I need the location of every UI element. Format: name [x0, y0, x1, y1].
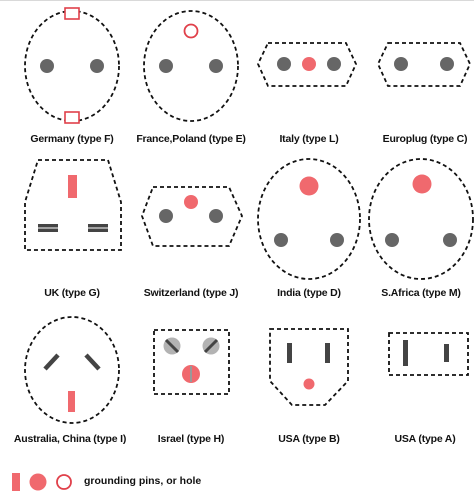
usa-b-socket: [269, 328, 349, 406]
usa-a-socket: [388, 332, 469, 376]
ground-clip-top: [64, 7, 80, 20]
legend-icons: [12, 473, 72, 491]
grounding-pin-icon: [12, 473, 20, 491]
switzerland-socket: [141, 186, 243, 247]
ground-pin: [299, 176, 319, 196]
ground-hole: [183, 23, 199, 39]
pin: [84, 353, 101, 371]
top-divider: [0, 0, 474, 1]
ground-pin: [412, 174, 432, 194]
socket-label: UK (type G): [44, 287, 100, 299]
socket-label: Australia, China (type I): [13, 433, 127, 445]
ground-pin: [68, 391, 75, 412]
socket-label: Europlug (type C): [382, 133, 468, 145]
pin: [325, 343, 330, 363]
pin: [90, 59, 104, 73]
ground-pin: [302, 57, 316, 71]
france-poland-socket: [143, 10, 239, 122]
socket-label: S.Africa (type M): [381, 287, 461, 299]
pin: [394, 57, 408, 71]
south-africa-socket: [368, 158, 474, 280]
pin-blade: [203, 338, 219, 354]
pin: [40, 59, 54, 73]
europlug-socket: [377, 42, 471, 87]
pin: [403, 340, 408, 366]
socket-label: USA (type A): [394, 433, 456, 445]
pin: [444, 344, 449, 362]
grounding-hole-icon: [56, 474, 72, 490]
ground-pin: [303, 378, 315, 390]
socket-label: India (type D): [277, 287, 341, 299]
israel-socket: [153, 329, 230, 395]
australia-china-socket: [24, 316, 120, 424]
pin: [443, 233, 457, 247]
pin: [327, 57, 341, 71]
socket-label: Israel (type H): [157, 433, 225, 445]
pin: [385, 233, 399, 247]
socket-label: France,Poland (type E): [136, 133, 246, 145]
pin: [43, 353, 60, 371]
india-socket: [257, 158, 361, 280]
pin: [440, 57, 454, 71]
socket-label: USA (type B): [278, 433, 340, 445]
pin-blade: [164, 338, 180, 354]
pin: [277, 57, 291, 71]
uk-socket: [24, 159, 122, 251]
socket-label: Switzerland (type J): [143, 287, 239, 299]
ground-clip-bottom: [64, 111, 80, 124]
germany-socket: [24, 7, 120, 124]
legend-text: grounding pins, or hole: [84, 475, 202, 487]
socket-label: Italy (type L): [279, 133, 339, 145]
italy-socket: [257, 42, 357, 87]
pin: [209, 59, 223, 73]
ground-pin: [184, 195, 198, 209]
grounding-dot-icon: [29, 473, 47, 491]
ground-pin: [68, 175, 77, 198]
pin: [287, 343, 292, 363]
pin: [330, 233, 344, 247]
pin: [209, 209, 223, 223]
pin: [274, 233, 288, 247]
pin: [159, 209, 173, 223]
pin: [159, 59, 173, 73]
socket-label: Germany (type F): [30, 133, 114, 145]
